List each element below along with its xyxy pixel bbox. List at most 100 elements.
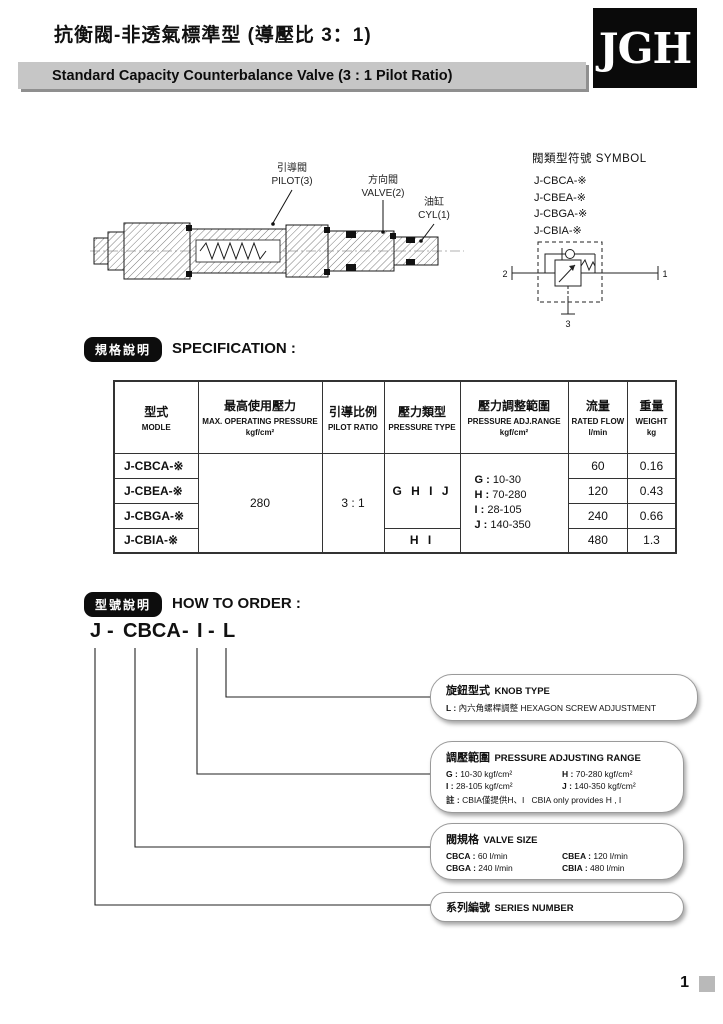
port-3-label: 3 xyxy=(565,319,570,329)
range-item: I : 28-105 kgf/cm² xyxy=(446,781,513,791)
header-max-pressure-unit: kgf/cm² xyxy=(245,428,275,438)
range-item: J : 140-350 kgf/cm² xyxy=(562,781,636,791)
model-cell: J-CBCA-※ xyxy=(113,452,199,479)
knob-type-title-en: KNOB TYPE xyxy=(494,686,550,697)
jgh-logo: JGH xyxy=(593,8,697,88)
cyl-label-zh: 油缸 xyxy=(424,197,444,208)
valve-cross-section-svg xyxy=(90,189,464,280)
code-separator: - xyxy=(208,620,215,642)
header-pilot-ratio: 引導比例 PILOT RATIO xyxy=(321,380,385,454)
weight-cell: 1.3 xyxy=(627,527,677,554)
flow-cell: 240 xyxy=(567,502,629,529)
header-rated-flow-unit: l/min xyxy=(588,428,608,438)
order-heading: HOW TO ORDER : xyxy=(172,595,301,612)
callout-series-number: 系列編號 SERIES NUMBER xyxy=(430,892,684,922)
flow-cell: 120 xyxy=(567,477,629,504)
cyl-label: 油缸 CYL(1) xyxy=(408,196,460,222)
valve-size-title: 閥規格 VALVE SIZE xyxy=(446,830,668,848)
page-title: 抗衡閥-非透氣標準型 (導壓比 3：1) xyxy=(54,25,372,46)
header-weight-en: WEIGHT xyxy=(635,417,668,427)
flow-cell: 480 xyxy=(567,527,629,554)
pilot-label-zh: 引導閥 xyxy=(277,163,307,174)
spec-table: 型式 MODLE 最高使用壓力 MAX. OPERATING PRESSURE … xyxy=(113,380,677,554)
header-adj-range-en: PRESSURE ADJ.RANGE xyxy=(467,417,561,427)
spec-heading: SPECIFICATION : xyxy=(172,340,296,357)
page-number: 1 xyxy=(680,974,689,991)
series-number-title-en: SERIES NUMBER xyxy=(494,903,574,914)
spec-badge: 規格說明 xyxy=(84,337,163,362)
header-adj-range-unit: kgf/cm² xyxy=(499,428,529,438)
pilot-label: 引導閥 PILOT(3) xyxy=(262,162,322,188)
header-max-pressure-zh: 最高使用壓力 xyxy=(223,399,296,414)
header-weight-unit: kg xyxy=(646,428,657,438)
port-1-label: 1 xyxy=(662,269,667,279)
header-rated-flow-en: RATED FLOW xyxy=(571,417,625,427)
max-pressure-cell: 280 xyxy=(197,452,323,554)
spec-table-header-row: 型式 MODLE 最高使用壓力 MAX. OPERATING PRESSURE … xyxy=(113,380,677,454)
hydraulic-symbol-svg: 2 1 3 xyxy=(502,241,668,329)
header-pressure-type-en: PRESSURE TYPE xyxy=(388,422,456,432)
range-item: H : 70-280 kgf/cm² xyxy=(562,769,633,779)
symbol-model-item: J-CBIA-※ xyxy=(534,224,582,237)
symbol-heading-zh: 閥類型符號 xyxy=(532,153,592,165)
series-number-title-zh: 系列編號 xyxy=(446,902,490,914)
adj-range-line: J : 140-350 xyxy=(474,518,531,531)
order-badge: 型號說明 xyxy=(84,592,163,617)
model-cell: J-CBGA-※ xyxy=(113,502,199,529)
header-max-pressure-en: MAX. OPERATING PRESSURE xyxy=(202,417,318,427)
pilot-ratio-cell: 3 : 1 xyxy=(321,452,385,554)
port-2-label: 2 xyxy=(502,269,507,279)
weight-cell: 0.43 xyxy=(627,477,677,504)
weight-cell: 0.66 xyxy=(627,502,677,529)
header-rated-flow: 流量 RATED FLOW l/min xyxy=(567,380,629,454)
subtitle-bar: Standard Capacity Counterbalance Valve (… xyxy=(18,62,586,89)
code-segment-range: I xyxy=(197,620,203,642)
table-row: J-CBGA-※ 240 0.66 xyxy=(113,502,677,529)
callout-pressure-range: 調壓範圍 PRESSURE ADJUSTING RANGE G : 10-30 … xyxy=(430,741,684,813)
symbol-heading: 閥類型符號 SYMBOL xyxy=(494,150,709,166)
adj-range-cell: G : 10-30 H : 70-280 I : 28-105 J : 140-… xyxy=(459,452,569,554)
pressure-range-title-en: PRESSURE ADJUSTING RANGE xyxy=(494,753,641,764)
header-pilot-ratio-en: PILOT RATIO xyxy=(327,422,379,432)
adj-range-line: I : 28-105 xyxy=(474,503,522,516)
knob-type-title-zh: 旋鈕型式 xyxy=(446,685,490,697)
code-separator: - xyxy=(182,620,189,642)
page-subtitle: Standard Capacity Counterbalance Valve (… xyxy=(52,67,453,84)
code-segment-series: J xyxy=(90,620,102,642)
header-max-pressure: 最高使用壓力 MAX. OPERATING PRESSURE kgf/cm² xyxy=(197,380,323,454)
symbol-heading-en: SYMBOL xyxy=(595,153,647,165)
header-model: 型式 MODLE xyxy=(113,380,199,454)
order-code: J - CBCA - I - L xyxy=(90,620,310,646)
valve-size-title-en: VALVE SIZE xyxy=(483,835,538,846)
code-segment-size: CBCA xyxy=(123,620,181,642)
size-item: CBIA : 480 l/min xyxy=(562,863,625,873)
adj-range-line: H : 70-280 xyxy=(474,488,527,501)
flow-cell: 60 xyxy=(567,452,629,479)
size-item: CBEA : 120 l/min xyxy=(562,851,628,861)
pressure-range-note: 註 : CBIA僅提供H、I CBIA only provides H , I xyxy=(446,795,622,805)
header-weight-zh: 重量 xyxy=(639,399,664,414)
header-pressure-type-zh: 壓力類型 xyxy=(397,404,446,419)
valve-label: 方向閥 VALVE(2) xyxy=(352,174,414,200)
pressure-type-cell: H I xyxy=(383,527,461,554)
valve-size-items: CBCA : 60 l/min CBEA : 120 l/min CBGA : … xyxy=(446,851,668,873)
valve-size-title-zh: 閥規格 xyxy=(446,834,479,846)
header-model-zh: 型式 xyxy=(144,404,169,419)
table-row: J-CBEA-※ 120 0.43 xyxy=(113,477,677,504)
size-item: CBCA : 60 l/min xyxy=(446,851,508,861)
header-rated-flow-zh: 流量 xyxy=(585,399,610,414)
hydraulic-symbol: 2 1 3 xyxy=(500,234,670,339)
cyl-label-en: CYL(1) xyxy=(418,210,450,221)
weight-cell: 0.16 xyxy=(627,452,677,479)
model-cell: J-CBEA-※ xyxy=(113,477,199,504)
pressure-range-title: 調壓範圍 PRESSURE ADJUSTING RANGE xyxy=(446,748,668,766)
header-adj-range: 壓力調整範圍 PRESSURE ADJ.RANGE kgf/cm² xyxy=(459,380,569,454)
code-separator: - xyxy=(107,620,114,642)
adj-range-line: G : 10-30 xyxy=(474,473,521,486)
header-weight: 重量 WEIGHT kg xyxy=(627,380,677,454)
knob-type-title: 旋鈕型式 KNOB TYPE xyxy=(446,681,682,699)
symbol-panel: 閥類型符號 SYMBOL J-CBCA-※ J-CBEA-※ J-CBGA-※ … xyxy=(494,150,709,239)
header-model-en: MODLE xyxy=(141,422,171,432)
model-cell: J-CBIA-※ xyxy=(113,527,199,554)
callout-knob-type: 旋鈕型式 KNOB TYPE L : 內六角螺桿調整 HEXAGON SCREW… xyxy=(430,674,698,721)
